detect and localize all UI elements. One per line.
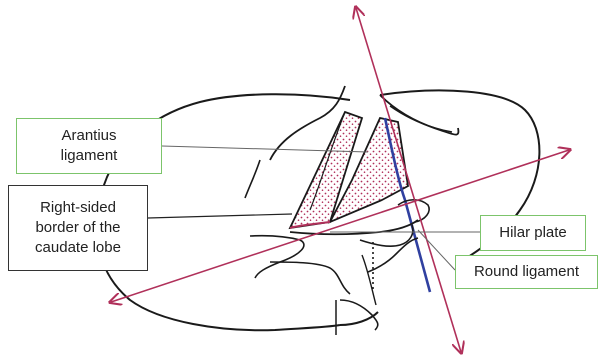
hilar-plate-label: Hilar plate xyxy=(480,215,586,251)
arantius-label-line1: Arantius xyxy=(61,126,116,146)
left-fissure-line xyxy=(245,160,260,198)
hilar-vessel-4 xyxy=(368,238,418,272)
hilar-vessel-1 xyxy=(250,236,304,278)
round-ligament-text: Round ligament xyxy=(474,262,579,282)
leader-caudate xyxy=(148,214,292,218)
inferior-border xyxy=(340,312,378,325)
arantius-label-line2: ligament xyxy=(61,146,118,166)
hilar-vessel-2 xyxy=(270,262,350,294)
hilar-vessel-3 xyxy=(360,225,413,246)
lower-vessel-right xyxy=(362,255,376,305)
hilar-vessel-5 xyxy=(398,200,429,222)
round-ligament-label: Round ligament xyxy=(455,255,598,289)
arantius-ligament-label: Arantius ligament xyxy=(16,118,162,174)
caudate-label-line2: border of the xyxy=(35,218,120,238)
round-ligament xyxy=(385,118,430,292)
caudate-label-line3: caudate lobe xyxy=(35,238,121,258)
caudate-border-label: Right-sided border of the caudate lobe xyxy=(8,185,148,271)
caudate-label-line1: Right-sided xyxy=(40,198,116,218)
hilar-plate-text: Hilar plate xyxy=(499,223,567,243)
